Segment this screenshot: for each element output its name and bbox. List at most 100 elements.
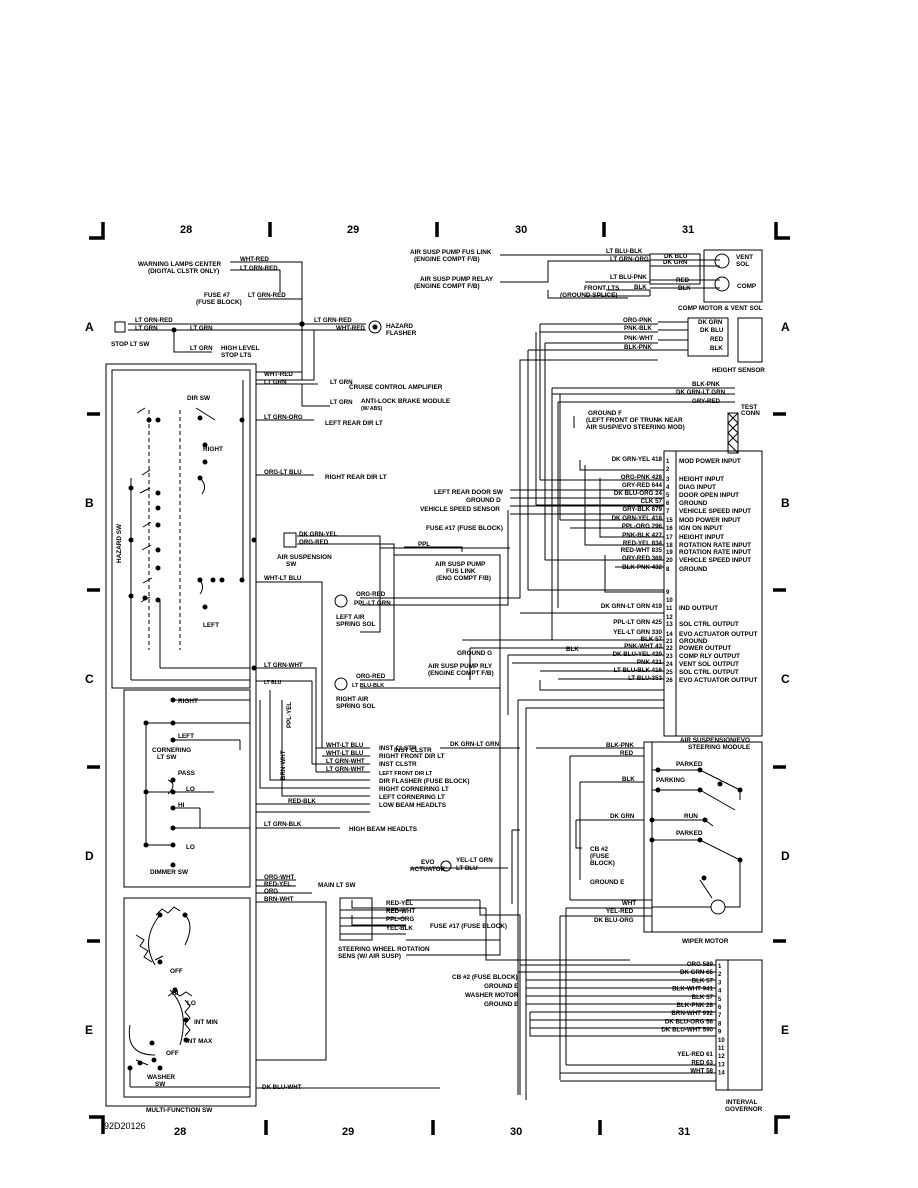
- wire-label: WHT: [622, 900, 636, 907]
- center-wiring: [297, 359, 658, 1095]
- wire-label: DK GRN: [698, 319, 723, 326]
- multi-function-sw-label: MULTI-FUNCTION SW: [146, 1107, 213, 1114]
- wire-label: BRN-WHT: [264, 896, 294, 903]
- high-beam-label: HIGH BEAM HEADLTS: [349, 826, 418, 833]
- wire-label: LT GRN-WHT: [326, 766, 365, 773]
- module-pin-number: 5: [666, 493, 670, 499]
- wire-label: RED: [676, 277, 690, 284]
- module-pin-number: 11: [666, 606, 673, 612]
- wire-label: WHT-RED: [240, 256, 269, 263]
- comp-motor-vent-sol-label: COMP MOTOR & VENT SOL: [678, 305, 763, 312]
- governor-pin-number: 6: [718, 1005, 722, 1011]
- wire-label: ORG: [264, 888, 278, 895]
- wire-label: LT GRN-ORG: [264, 414, 303, 421]
- module-pin-wire: DK GRN-YEL 418: [612, 456, 663, 463]
- module-pin-wire: GRY-RED 369: [622, 555, 663, 562]
- washer-sw-label: WASHER: [147, 1074, 175, 1081]
- air-susp-pump-fus-link-2-c: (ENG COMPT F/B): [436, 575, 491, 582]
- height-sensor-label: HEIGHT SENSOR: [712, 367, 765, 374]
- module-pin-function: SOL CTRL OUTPUT: [679, 621, 739, 628]
- module-pin-wire: ORG-PNK 428: [621, 474, 663, 481]
- right-air-spring-sol-icon: [334, 677, 348, 691]
- switch-contacts: [128, 321, 305, 868]
- wire-label: BLK: [622, 776, 635, 783]
- left-switch-box: [105, 363, 257, 1107]
- abs-module-label: ANTI-LOCK BRAKE MODULE: [361, 398, 451, 405]
- ground-g-label: GROUND G: [457, 650, 492, 657]
- wire-label: PNK-WHT: [624, 335, 653, 342]
- wire-label: LT BLU-PNK: [610, 274, 647, 281]
- governor-pin-wire: BLK-WHT 941: [672, 986, 713, 993]
- wiper-contacts: [649, 767, 743, 881]
- wire-label: BRN-WHT: [280, 750, 287, 780]
- top-left-wiring: [114, 261, 440, 1089]
- module-pin-function: GROUND: [679, 638, 708, 645]
- module-pin-number: 14: [666, 632, 673, 638]
- governor-pin-number: 14: [718, 1071, 725, 1077]
- hazard-flasher-icon: [368, 320, 382, 334]
- dest-dir-flasher: DIR FLASHER (FUSE BLOCK): [379, 778, 470, 785]
- wire-label: LT GRN-WHT: [326, 758, 365, 765]
- wiper-motor-wiring: [536, 741, 763, 1080]
- wire-label: YEL-RED: [606, 908, 634, 915]
- module-pin-number: 25: [666, 670, 673, 676]
- cornering-lt-sw-label: CORNERING: [152, 747, 191, 754]
- left-label: LEFT: [203, 622, 219, 629]
- grid-col-31-bottom: 31: [678, 1126, 690, 1138]
- module-title: AIR SUSPENSION/EVO: [680, 737, 750, 744]
- governor-pin-wire: YEL-RED 61: [677, 1051, 713, 1058]
- cornering-lt-sw-sub: LT SW: [157, 754, 177, 761]
- ground-e-gov-label: GROUND E: [484, 983, 519, 990]
- module-pin-number: 20: [666, 558, 673, 564]
- steering-sens-sub: SENS (W/ AIR SUSP): [338, 953, 401, 960]
- module-pin-wire: RED-WHT 835: [621, 547, 663, 554]
- dimmer-sw-label: DIMMER SW: [150, 869, 189, 876]
- governor-pin-wire: DK BLU-ORG 56: [665, 1018, 714, 1025]
- right-lower-label: RIGHT: [178, 698, 198, 705]
- module-pin-wire: RED-YEL 834: [623, 540, 663, 547]
- evo-actuator-label: EVO: [421, 859, 435, 866]
- module-pin-number: 22: [666, 646, 673, 652]
- wire-label: BLK-PNK: [624, 344, 652, 351]
- run-label: RUN: [684, 813, 698, 820]
- wire-label: ORG-RED: [356, 591, 386, 598]
- front-lts-label: FRONT LTS: [584, 285, 620, 292]
- wire-label: DK BLU-WHT: [262, 1084, 302, 1091]
- module-pin-function: DOOR OPEN INPUT: [679, 492, 739, 499]
- wiper-switch-contacts: [127, 912, 189, 1071]
- wire-label: BLK: [678, 285, 691, 292]
- wire-label: ORG-LT BLU: [264, 469, 302, 476]
- grid-col-31: 31: [682, 224, 694, 236]
- wire-label: LT GRN: [135, 325, 158, 332]
- wire-label: LT GRN: [190, 325, 213, 332]
- module-pin-number: 6: [666, 501, 670, 507]
- fuse17-label: FUSE #17 (FUSE BLOCK): [426, 525, 503, 532]
- air-suspension-sw-connector: [283, 532, 297, 548]
- module-pin-function: VEHICLE SPEED INPUT: [679, 557, 751, 564]
- grid-frame: [87, 222, 790, 1135]
- vent-sol-sub: SOL: [736, 261, 749, 268]
- module-title-sub: STEERING MODULE: [688, 744, 751, 751]
- lower-switch-lines: [128, 699, 250, 1088]
- ground-e-gov-label-2: GROUND E: [484, 1001, 519, 1008]
- grid-row-d: D: [85, 849, 94, 863]
- dest-left-cornering: LEFT CORNERING LT: [379, 794, 445, 801]
- module-pin-wire: GRY-RED 644: [622, 482, 663, 489]
- module-pin-wire: BLK-PNK 432: [622, 564, 662, 571]
- governor-pin-number: 11: [718, 1046, 725, 1052]
- wire-label: RED-YEL: [264, 881, 291, 888]
- module-pin-wire: CLK 57: [641, 498, 663, 505]
- module-pin-wire: LT BLU-353: [628, 675, 662, 682]
- wire-label: GRY-RED: [692, 398, 720, 405]
- module-pin-number: 10: [666, 598, 673, 604]
- module-pin-wire: PNK-BLK 427: [622, 532, 662, 539]
- wire-label: PNK-BLK: [624, 325, 652, 332]
- governor-pin-number: 7: [718, 1013, 722, 1019]
- governor-pin-number: 3: [718, 980, 722, 986]
- governor-pin-number: 1: [718, 964, 722, 970]
- wire-label: LT GRN-RED: [240, 265, 278, 272]
- governor-pin-number: 2: [718, 972, 722, 978]
- governor-pin-wire: BRN-WHT 992: [671, 1010, 713, 1017]
- module-pin-function: SOL CTRL OUTPUT: [679, 669, 739, 676]
